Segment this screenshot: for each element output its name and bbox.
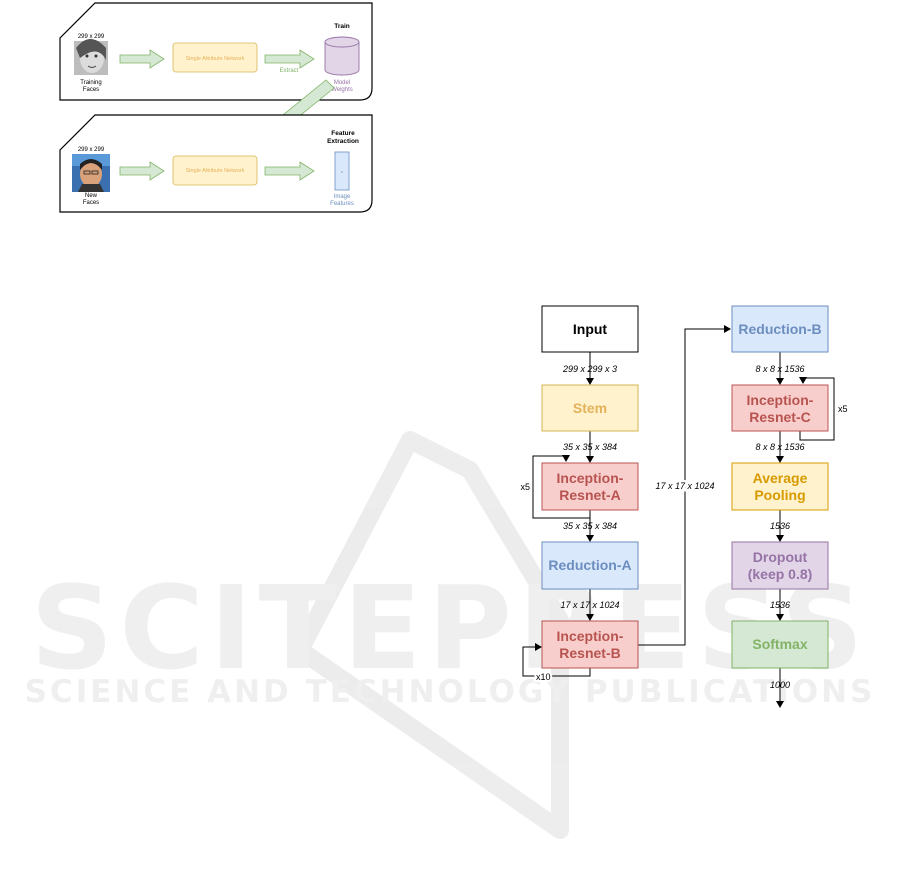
dropout-box — [731, 541, 829, 590]
reduction-a-box — [541, 541, 639, 590]
extract-input-label-1: New — [85, 193, 98, 199]
extract-panel: 299 x 299 New Faces Single Attribute Net… — [59, 114, 373, 213]
extract-input-label-2: Faces — [83, 200, 99, 206]
inception-resnet-b-box — [541, 620, 639, 669]
model-weights-cylinder-icon — [324, 36, 360, 76]
extract-network-label: Single Attribute Network — [186, 168, 245, 174]
watermark-main: SCITEPRESS — [31, 562, 870, 696]
dim-reduction-b: 8 x 8 x 1536 — [755, 364, 804, 374]
network-diagram — [522, 325, 835, 708]
softmax-box — [731, 620, 829, 669]
train-input-size: 299 x 299 — [78, 34, 105, 40]
dim-pool: 1536 — [770, 521, 790, 531]
dim-connector: 17 x 17 x 1024 — [655, 481, 714, 491]
dim-input: 299 x 299 x 3 — [562, 364, 617, 374]
inception-b-label-2: Resnet-B — [559, 645, 620, 661]
image-features-box — [334, 151, 350, 191]
svg-text:x: x — [341, 169, 343, 174]
dropout-label-2: (keep 0.8) — [748, 566, 813, 582]
dropout-label-1: Dropout — [753, 549, 808, 565]
new-face-image — [72, 154, 110, 192]
dim-dropout: 1536 — [770, 600, 790, 610]
input-label: Input — [573, 321, 608, 337]
inception-resnet-a-box — [541, 462, 639, 511]
training-face-image — [74, 39, 108, 75]
train-network-box — [172, 42, 258, 73]
repeat-b-label: x10 — [536, 672, 551, 682]
extract-network-box — [172, 155, 258, 186]
train-panel: 299 x 299 Training Faces Single Attribut… — [59, 2, 373, 101]
reduction-b-box — [731, 305, 829, 353]
train-output-label-1: Model — [334, 80, 350, 86]
extract-arrow-out — [264, 161, 315, 181]
watermark-sub: SCIENCE AND TECHNOLOGY PUBLICATIONS — [25, 674, 876, 710]
train-network-label: Single Attribute Network — [186, 56, 245, 62]
inception-a-label-1: Inception- — [557, 470, 624, 486]
extract-arrow — [264, 49, 315, 69]
extract-output-title-2: Extraction — [327, 138, 359, 145]
stem-box — [541, 384, 639, 432]
watermark: SCITEPRESS SCIENCE AND TECHNOLOGY PUBLIC… — [25, 431, 876, 839]
dim-stem: 35 x 35 x 384 — [563, 442, 617, 452]
inception-a-label-2: Resnet-A — [559, 487, 620, 503]
inception-c-label-2: Resnet-C — [749, 409, 810, 425]
extract-output-label-2: Features — [330, 201, 354, 207]
input-box — [541, 305, 639, 353]
repeat-c-label: x5 — [838, 404, 848, 414]
extract-output-title-1: Feature — [331, 130, 355, 137]
extract-input-size: 299 x 299 — [78, 147, 105, 153]
reduction-a-label: Reduction-A — [548, 557, 631, 573]
reduction-b-label: Reduction-B — [738, 321, 821, 337]
inception-resnet-c-box — [731, 384, 829, 432]
inception-b-label-1: Inception- — [557, 628, 624, 644]
extract-arrow-in — [119, 161, 165, 181]
repeat-a-label: x5 — [520, 482, 530, 492]
stem-label: Stem — [573, 400, 607, 416]
train-input-label-2: Faces — [83, 87, 99, 93]
dim-reduction-a: 17 x 17 x 1024 — [560, 600, 619, 610]
train-output-title: Train — [334, 23, 350, 30]
train-arrow-in — [119, 49, 165, 69]
extract-output-label-1: Image — [334, 194, 351, 200]
dim-inception-a: 35 x 35 x 384 — [563, 521, 617, 531]
extract-label: Extract — [280, 68, 299, 74]
average-pooling-box — [731, 462, 829, 511]
train-input-label-1: Training — [80, 80, 101, 86]
avg-pool-label-2: Pooling — [754, 487, 805, 503]
dim-softmax: 1000 — [770, 680, 790, 690]
dim-inception-c: 8 x 8 x 1536 — [755, 442, 804, 452]
train-output-label-2: Weights — [331, 87, 353, 93]
avg-pool-label-1: Average — [753, 470, 808, 486]
softmax-label: Softmax — [752, 636, 807, 652]
inception-c-label-1: Inception- — [747, 392, 814, 408]
